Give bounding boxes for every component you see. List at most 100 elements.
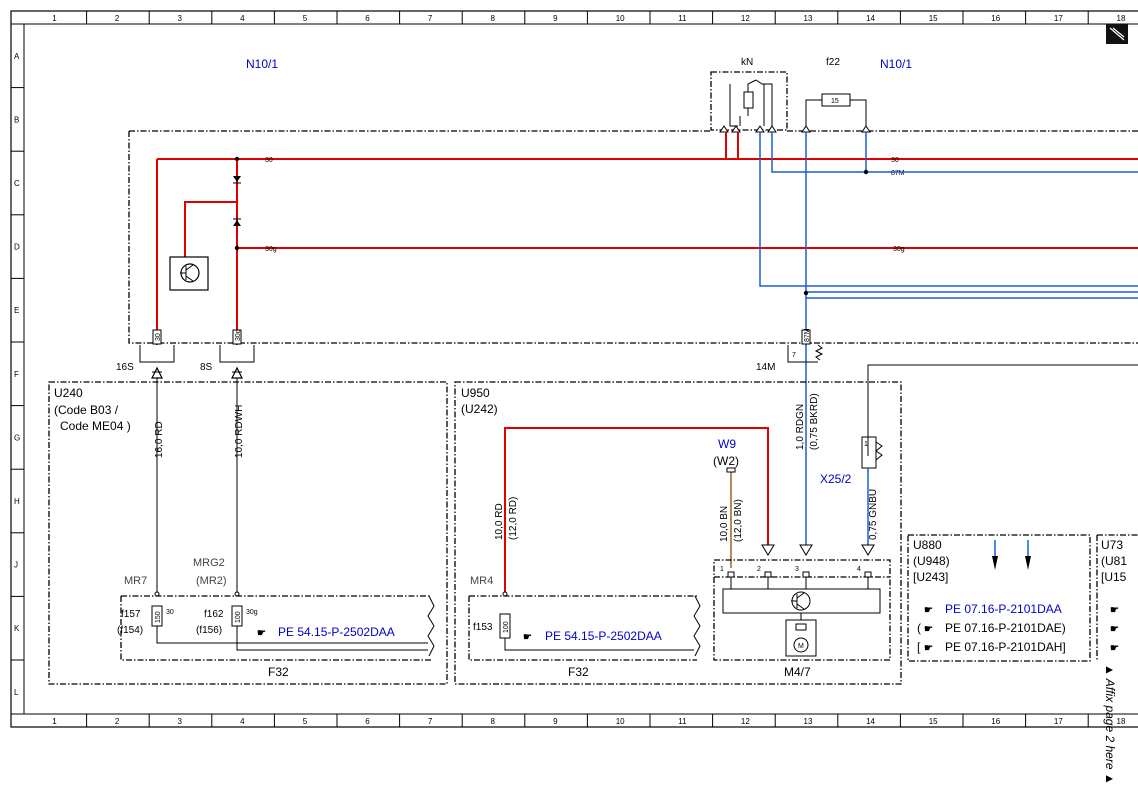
m47-connector-icon [761, 544, 875, 556]
m47-label: M4/7 [784, 665, 811, 679]
u880-region [907, 534, 1091, 662]
f32-left-box [120, 595, 431, 661]
column-number: 12 [741, 14, 750, 23]
wire-label-10-bn: 10,0 BN [719, 506, 730, 542]
wire-label-075-bkrd: (0,75 BKRD) [809, 393, 820, 450]
junction-dot [234, 156, 240, 162]
reference-hand-icon: ☛ [924, 605, 933, 616]
wire-label-075-gnbu: 0,75 GNBU [868, 489, 879, 540]
module-label-n10-right: N10/1 [880, 57, 912, 71]
row-letter: A [14, 52, 20, 61]
reference-hand-icon: ☛ [257, 628, 266, 639]
row-letter: F [14, 370, 19, 379]
fuse-label-f154: (f154) [117, 625, 143, 636]
u950-alt-label: (U242) [461, 402, 498, 416]
reference-hand-icon: ☛ [1110, 643, 1119, 654]
u880-arrow-icons [992, 556, 1031, 570]
column-number: 1 [52, 14, 57, 23]
ground-terminal [726, 467, 736, 473]
page-marker-icon [1109, 27, 1125, 41]
column-number: 9 [553, 717, 558, 726]
column-number: 13 [804, 14, 813, 23]
reference-pe-4-open: ( [917, 621, 921, 635]
f32-label-mid: F32 [568, 665, 589, 679]
wire-x25-feed [867, 364, 1138, 456]
fuse-label-f162: f162 [204, 609, 224, 620]
column-number: 11 [678, 14, 687, 23]
line-label-30g-right: 30g [893, 246, 905, 253]
m47-pin-number: 3 [795, 566, 799, 573]
u240-code-1: (Code B03 / [54, 403, 119, 417]
connector-label-x25: X25/2 [820, 472, 852, 486]
m47-pin [802, 571, 810, 578]
wires-u240 [156, 378, 238, 596]
n10-module-boundary [128, 130, 1138, 344]
connector-label-14m: 14M [756, 362, 775, 373]
connector-14m-pin: 7 [792, 352, 796, 359]
connector-label-8s: 8S [200, 362, 213, 373]
column-number: 16 [991, 717, 1000, 726]
column-number: 6 [365, 717, 370, 726]
point-mr7: MR7 [124, 575, 147, 587]
wire-to-transistor [184, 201, 237, 258]
pin-label-87m: 87M [804, 328, 811, 342]
motor-icon [793, 637, 809, 653]
pin-87m [801, 329, 811, 345]
line-label-30g: 30g [265, 246, 277, 253]
u240-region [48, 381, 448, 685]
ground-label-w9: W9 [718, 437, 736, 451]
reference-hand-icon: ☛ [1110, 624, 1119, 635]
junction-dot [234, 245, 240, 251]
column-number: 2 [115, 717, 120, 726]
fuse-f153-value: 100 [503, 621, 510, 633]
column-number: 12 [741, 717, 750, 726]
connector-x25-housing [861, 436, 883, 469]
reference-hand-icon: ☛ [924, 643, 933, 654]
relay-label-kn: kN [741, 57, 753, 68]
fuse-f162-pin: 30g [246, 609, 258, 616]
u880-alt-b: [U243] [913, 570, 948, 584]
relay-coil-icon [743, 91, 754, 109]
row-letter: K [14, 624, 20, 633]
pin-label-30g: 30g [235, 329, 242, 341]
u73-label: U73 [1101, 538, 1123, 552]
u81-label: (U81 [1101, 554, 1127, 568]
m47-pin-number: 1 [720, 566, 724, 573]
row-letter: L [14, 688, 19, 697]
u880-label: U880 [913, 538, 942, 552]
u15-label: [U15 [1101, 570, 1127, 584]
fuse-label-f22: f22 [826, 57, 840, 68]
column-number: 17 [1054, 14, 1063, 23]
column-number: 3 [178, 14, 183, 23]
reference-hand-icon: ☛ [1110, 605, 1119, 616]
m47-pin [764, 571, 772, 578]
column-number: 4 [240, 717, 245, 726]
column-number: 13 [804, 717, 813, 726]
fuse-label-f153: f153 [473, 622, 493, 633]
reference-pe-3: PE 07.16-P-2101DAA [945, 602, 1062, 616]
wire-label-12-bn: (12,0 BN) [733, 499, 744, 542]
u240-code-2: Code ME04 ) [60, 419, 131, 433]
transistor-module [169, 256, 209, 291]
fuse-bus [156, 626, 428, 651]
u240-label: U240 [54, 386, 83, 400]
column-number: 17 [1054, 717, 1063, 726]
column-number: 16 [991, 14, 1000, 23]
fuse-f153-bus [504, 638, 694, 651]
column-number: 15 [929, 717, 938, 726]
column-number: 7 [428, 717, 433, 726]
column-number: 1 [52, 717, 57, 726]
fuse-f22-value: 15 [831, 98, 839, 105]
motor-icon-glyph: M [798, 643, 804, 650]
pin-label-30: 30 [155, 333, 162, 341]
column-number: 8 [491, 717, 496, 726]
junction-dot [863, 169, 869, 175]
column-number: 11 [678, 717, 687, 726]
m47-pin [864, 571, 872, 578]
column-number: 2 [115, 14, 120, 23]
row-letter: E [14, 306, 19, 315]
wire-label-16-rd: 16,0 RD [154, 421, 165, 458]
m47-pin-number: 4 [857, 566, 861, 573]
